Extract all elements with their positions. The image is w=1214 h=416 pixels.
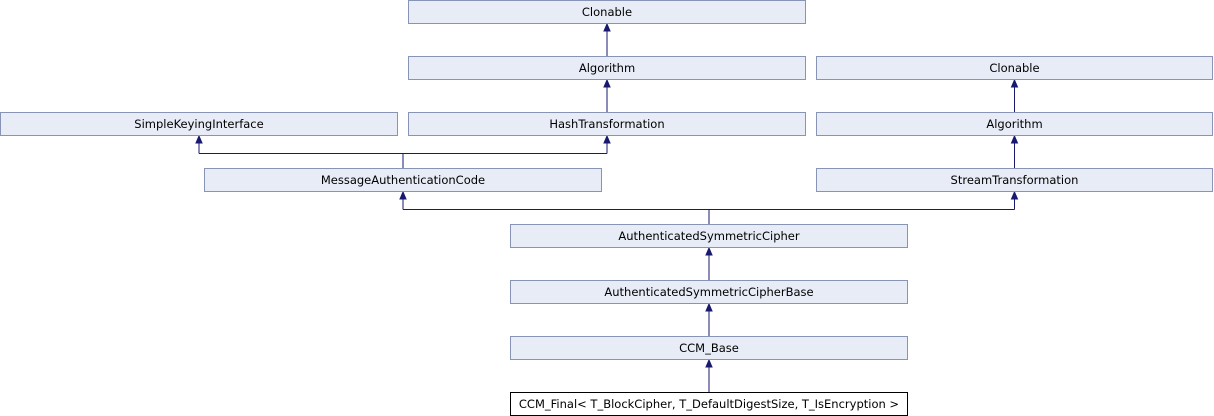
edge-authenticatedsymmetriccipher [399,190,1019,224]
arrowhead-icon [705,358,713,368]
edge-line [198,141,608,168]
arrowhead-icon [603,22,611,32]
edge-algorithm-1 [603,22,611,56]
edge-ccm-base [705,302,713,336]
class-node-algorithm-2[interactable]: Algorithm [816,112,1213,136]
arrowhead-icon [603,78,611,88]
edge-authenticatedsymmetriccipherbase [705,246,713,280]
class-box [510,336,908,360]
class-box [816,56,1213,80]
edge-line [402,197,1015,224]
inheritance-edges [195,22,1019,392]
class-node-simplekeyinginterface[interactable]: SimpleKeyingInterface [0,112,398,136]
class-node-ccm-base[interactable]: CCM_Base [510,336,908,360]
class-label: StreamTransformation [951,173,1079,187]
edge-ccm-final [705,358,713,392]
class-label: SimpleKeyingInterface [134,117,263,131]
class-node-clonable-2[interactable]: Clonable [816,56,1213,80]
arrowhead-icon [399,190,407,200]
class-node-hashtransformation[interactable]: HashTransformation [408,112,806,136]
edge-hashtransformation [603,78,611,112]
class-node-authenticatedsymmetriccipher[interactable]: AuthenticatedSymmetricCipher [510,224,908,248]
class-label: CCM_Final< T_BlockCipher, T_DefaultDiges… [519,397,899,411]
class-label: Algorithm [986,117,1042,131]
arrowhead-icon [1010,78,1019,88]
edge-algorithm-2 [1010,78,1019,112]
class-node-authenticatedsymmetriccipherbase[interactable]: AuthenticatedSymmetricCipherBase [510,280,908,304]
class-label: Clonable [582,5,632,19]
class-label: Clonable [989,61,1039,75]
class-box [510,224,908,248]
class-node-messageauthenticationcode[interactable]: MessageAuthenticationCode [204,168,602,192]
edge-streamtransformation [1010,134,1019,168]
class-box [816,168,1213,192]
class-node-streamtransformation[interactable]: StreamTransformation [816,168,1213,192]
class-box [408,56,806,80]
class-node-ccm-final: CCM_Final< T_BlockCipher, T_DefaultDiges… [510,392,908,416]
class-label: HashTransformation [549,117,664,131]
arrowhead-icon [1010,134,1019,144]
class-box [816,112,1213,136]
class-label: AuthenticatedSymmetricCipher [618,229,800,243]
arrowhead-icon [705,246,713,256]
arrowhead-icon [195,134,203,144]
class-node-clonable-1[interactable]: Clonable [408,0,806,24]
class-label: AuthenticatedSymmetricCipherBase [604,285,813,299]
edge-messageauthenticationcode [195,134,611,168]
class-box [204,168,602,192]
class-label: Algorithm [579,61,635,75]
class-box [408,112,806,136]
class-box [408,0,806,24]
class-node-algorithm-1[interactable]: Algorithm [408,56,806,80]
class-label: CCM_Base [679,341,739,355]
class-box [510,280,908,304]
class-label: MessageAuthenticationCode [321,173,485,187]
arrowhead-icon [1010,190,1019,200]
arrowhead-icon [603,134,611,144]
class-box [0,112,398,136]
arrowhead-icon [705,302,713,312]
